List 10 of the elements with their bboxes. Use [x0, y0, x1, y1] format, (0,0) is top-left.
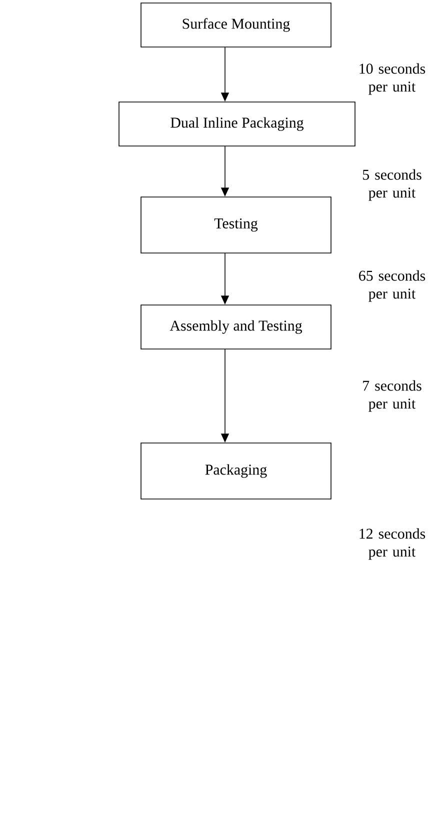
duration-label: 7 seconds per unit — [363, 380, 422, 412]
duration-label: 10 seconds per unit — [360, 63, 426, 95]
process-box: Testing — [140, 196, 332, 254]
process-box: Surface Mounting — [140, 2, 332, 48]
duration-label: 65 seconds per unit — [359, 270, 426, 302]
process-box: Packaging — [140, 442, 332, 500]
duration-label: 12 seconds per unit — [360, 528, 426, 560]
process-box: Dual Inline Packaging — [118, 102, 356, 146]
duration-label: 5 seconds per unit — [363, 169, 422, 201]
process-box: Assembly and Testing — [140, 304, 332, 350]
